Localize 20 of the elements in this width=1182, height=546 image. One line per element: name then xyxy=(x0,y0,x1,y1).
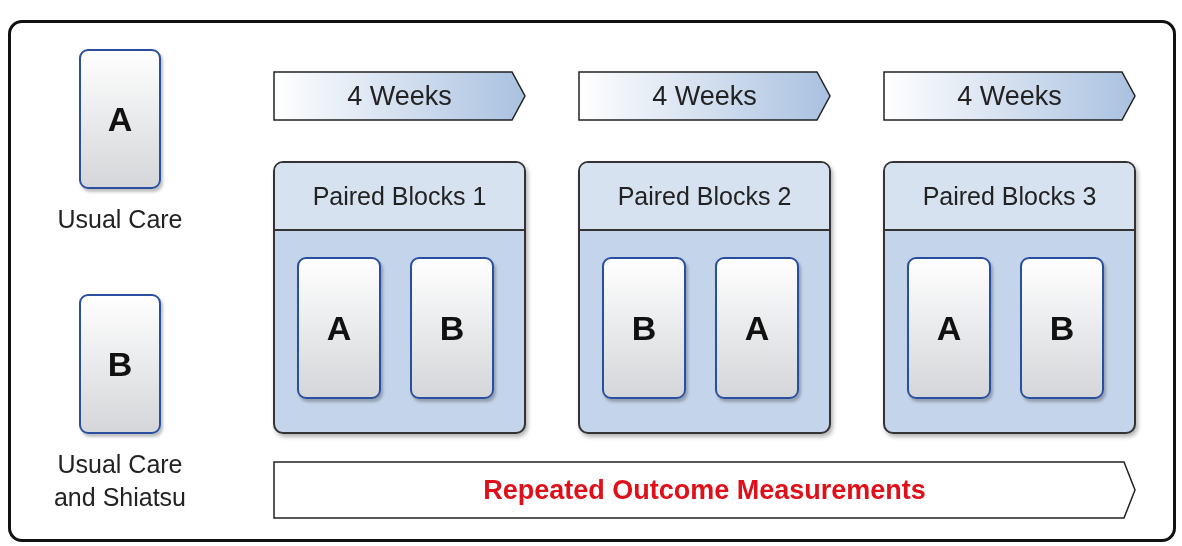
treatment-card: B xyxy=(410,257,494,399)
treatment-card: A xyxy=(715,257,799,399)
block-panel xyxy=(578,161,831,434)
block-panel xyxy=(883,161,1136,434)
treatment-card: A xyxy=(907,257,991,399)
treatment-card: B xyxy=(79,294,161,434)
block-panel xyxy=(273,161,526,434)
block-heading: Paired Blocks 3 xyxy=(885,163,1134,231)
duration-label: 4 Weeks xyxy=(347,80,452,112)
treatment-card: B xyxy=(1020,257,1104,399)
treatment-card: A xyxy=(79,49,161,189)
duration-label: 4 Weeks xyxy=(652,80,757,112)
treatment-card: A xyxy=(297,257,381,399)
card-caption: Usual Care xyxy=(56,204,184,235)
duration-label: 4 Weeks xyxy=(957,80,1062,112)
banner-text: Repeated Outcome Measurements xyxy=(483,474,926,506)
treatment-card: B xyxy=(602,257,686,399)
card-caption: Usual Care and Shiatsu xyxy=(52,449,187,513)
block-heading: Paired Blocks 1 xyxy=(275,163,524,231)
block-heading: Paired Blocks 2 xyxy=(580,163,829,231)
